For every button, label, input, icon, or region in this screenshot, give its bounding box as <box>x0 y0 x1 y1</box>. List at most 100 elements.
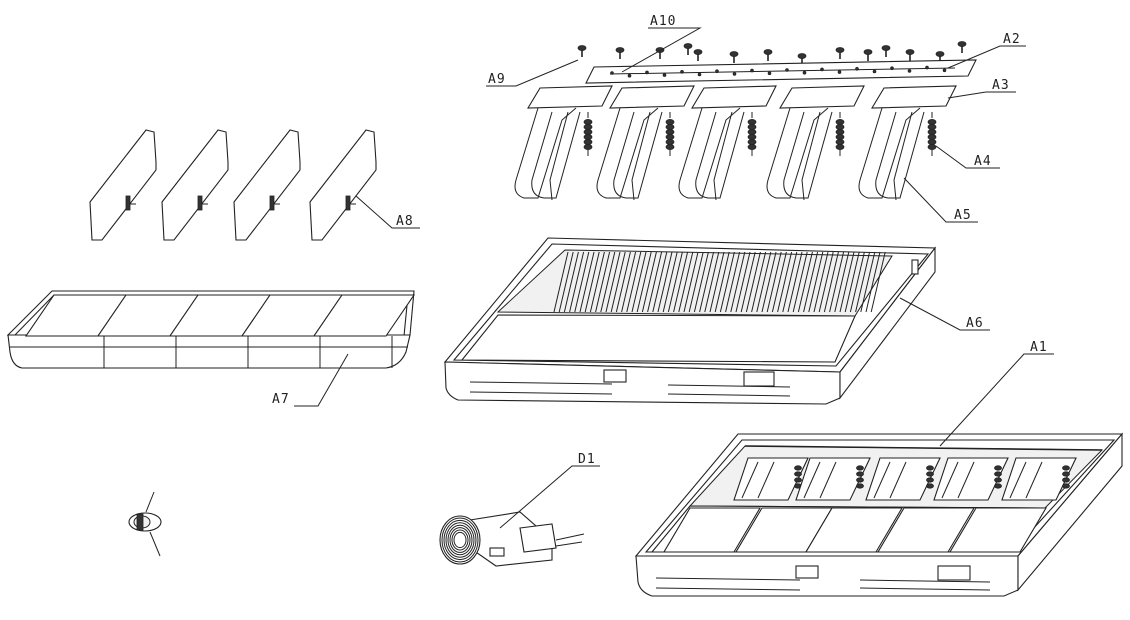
mini-spring <box>926 471 934 477</box>
screw-head <box>957 41 967 47</box>
label-a8: A8 <box>396 214 414 229</box>
mini-spring <box>794 471 802 477</box>
mini-weight-arm <box>873 461 891 499</box>
comb-line <box>688 251 704 313</box>
screw-head <box>797 53 807 59</box>
mini-weight-arm <box>757 461 775 499</box>
comb-line <box>574 251 590 313</box>
mini-spring <box>994 465 1002 471</box>
coil-winding <box>447 524 473 556</box>
comb-line <box>610 251 626 313</box>
rail-hole <box>907 69 912 73</box>
comb-line <box>595 251 611 313</box>
comb-line <box>652 251 668 313</box>
weight-arm <box>514 107 577 199</box>
spring-coil <box>927 143 937 150</box>
weight-arm <box>531 111 581 199</box>
rail-hole <box>662 73 667 77</box>
label-a2: A2 <box>1003 32 1021 47</box>
coil-winding <box>449 527 471 553</box>
spring-coil <box>835 128 845 135</box>
divider-panel <box>89 129 157 241</box>
weight-arm <box>801 111 821 201</box>
coil-winding <box>441 517 479 563</box>
coil-winding <box>445 522 475 558</box>
spring-coil <box>747 128 757 135</box>
mini-spring <box>926 483 934 489</box>
comb-line <box>787 251 803 313</box>
rail-hole <box>872 69 877 74</box>
comb-line <box>818 251 834 313</box>
screw-head <box>577 45 587 51</box>
weight-arm <box>858 107 921 199</box>
screw-head <box>763 49 773 55</box>
label-a1: A1 <box>1030 340 1048 355</box>
rail-hole <box>750 68 754 73</box>
spring-coil <box>835 124 845 131</box>
lock-part <box>128 491 162 557</box>
label-a5: A5 <box>954 208 972 223</box>
comb-line <box>631 251 647 313</box>
spring-coil <box>583 124 593 131</box>
rail-hole <box>890 66 894 70</box>
comb-line <box>860 251 876 313</box>
mini-spring <box>994 483 1002 489</box>
divider-clip <box>125 195 131 211</box>
mini-weight <box>1001 457 1077 501</box>
drawer-cup <box>949 507 1047 553</box>
mini-spring <box>994 471 1002 477</box>
rail-hole <box>767 71 772 76</box>
comb-line <box>699 251 715 313</box>
label-d1: D1 <box>578 452 596 467</box>
screw-head <box>863 49 873 55</box>
divider-panel <box>233 129 301 241</box>
mini-weight-arm <box>741 461 759 499</box>
comb-line <box>823 251 839 313</box>
comb-line <box>709 251 725 313</box>
comb-line <box>865 251 881 313</box>
label-a4: A4 <box>974 154 992 169</box>
mini-spring <box>856 471 864 477</box>
drawer <box>443 237 937 405</box>
coin-tray <box>6 290 416 369</box>
comb-line <box>730 251 746 313</box>
comb-line <box>589 251 605 313</box>
mini-weight-arm <box>941 461 959 499</box>
screw-head <box>729 51 739 57</box>
comb-line <box>839 251 855 313</box>
mini-spring <box>926 477 934 483</box>
weight-plate <box>871 85 957 109</box>
rail-hole <box>715 69 719 73</box>
spring-coil <box>665 138 675 145</box>
bill-weight <box>766 85 865 201</box>
rail-hole <box>785 68 789 72</box>
spring-coil <box>583 119 593 126</box>
divider-panel <box>161 129 229 241</box>
spring-coil <box>665 119 675 126</box>
comb-line <box>563 251 579 313</box>
comb-line <box>771 251 787 313</box>
comb-line <box>600 251 616 313</box>
weight-arm <box>713 111 733 201</box>
comb-line <box>584 251 600 313</box>
label-a6: A6 <box>966 316 984 331</box>
comb-line <box>673 251 689 313</box>
mini-weight-arm <box>1025 461 1043 499</box>
comb-line <box>605 251 621 313</box>
screw-head <box>881 45 891 51</box>
mini-spring <box>1062 465 1070 471</box>
screw-head <box>835 47 845 53</box>
weight-arm <box>678 107 741 199</box>
spring-coil <box>665 128 675 135</box>
weight-arm <box>766 107 829 199</box>
comb-line <box>777 251 793 313</box>
bill-weight <box>596 85 695 201</box>
comb-line <box>813 251 829 313</box>
comb-line <box>636 251 652 313</box>
leader-lines <box>294 27 1054 529</box>
rail-hole <box>925 65 929 70</box>
mini-weight-arm <box>957 461 975 499</box>
divider <box>161 129 229 241</box>
mini-spring <box>926 465 934 471</box>
comb-line <box>725 251 741 313</box>
